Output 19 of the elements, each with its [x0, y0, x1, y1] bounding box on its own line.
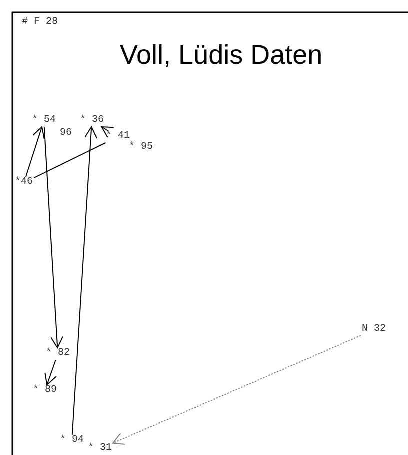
point-label: * 94 — [60, 436, 84, 446]
arrow — [101, 126, 115, 138]
arrow — [44, 360, 57, 386]
point-label: * 89 — [33, 386, 58, 396]
arrow — [72, 126, 98, 436]
arrow — [44, 126, 64, 348]
point-label: * 36 — [80, 116, 104, 126]
point-label: * 54 — [32, 116, 56, 126]
point-label: * 82 — [46, 349, 70, 359]
title: Voll, Lüdis Daten — [120, 40, 323, 71]
point-label: 96 — [60, 129, 72, 139]
arrow — [25, 126, 45, 178]
arrow — [112, 335, 362, 445]
point-label: # F 28 — [22, 18, 58, 28]
point-label: N 32 — [362, 325, 386, 335]
point-label: * 95 — [129, 143, 154, 153]
point-label: *46 — [15, 178, 34, 188]
point-label: * 41 — [106, 132, 130, 142]
point-label: * 31 — [88, 444, 112, 454]
